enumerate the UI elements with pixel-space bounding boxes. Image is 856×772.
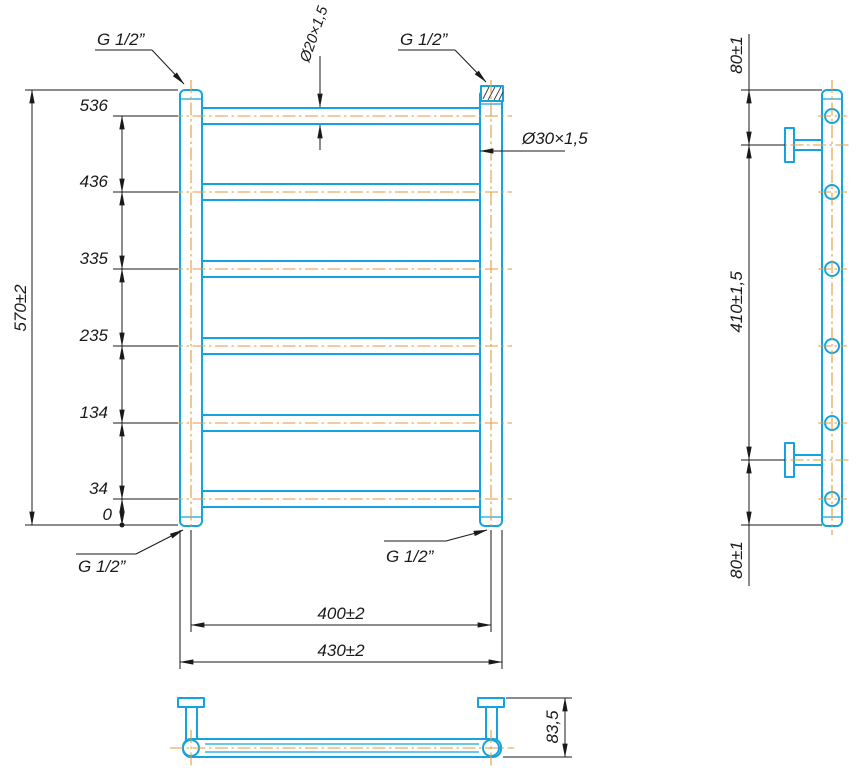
top-fitting (480, 85, 504, 102)
bracket-spacing-label: 410±1,5 (727, 271, 746, 333)
depth-label: 83,5 (543, 710, 562, 744)
zero-label: 0 (103, 505, 113, 524)
thread-callout-top-right: G 1/2” (398, 30, 487, 83)
thread-label: G 1/2” (400, 30, 449, 49)
rung-tube-label: Ø20×1,5 (296, 3, 331, 65)
overall-height-label: 570±2 (11, 284, 30, 332)
leader-line (445, 529, 488, 542)
thread-label: G 1/2” (386, 547, 435, 566)
depth-extension-lines (503, 697, 572, 758)
thread-callout-bottom-right: G 1/2” (384, 529, 488, 566)
post-tube-label: Ø30×1,5 (521, 129, 588, 148)
post-cap-lines (180, 98, 502, 518)
rung-centerline (170, 115, 512, 500)
thread-label: G 1/2” (78, 557, 127, 576)
rung-height-label: 436 (80, 172, 109, 191)
rung-tube-callout: Ø20×1,5 (296, 3, 332, 150)
post-centerline (190, 80, 492, 535)
leader-line (151, 49, 185, 85)
front-dimensions: 536 436 335 235 134 34 0 570±2 G 1/2” G … (11, 3, 588, 669)
rung-height-label: 34 (89, 479, 108, 498)
post-tube-callout: Ø30×1,5 (479, 129, 588, 154)
zero-datum-point (119, 522, 125, 528)
thread-callout-bottom-left: G 1/2” (76, 529, 184, 576)
thread-label: G 1/2” (97, 30, 146, 49)
side-extension-lines (741, 34, 822, 586)
union-flange (477, 697, 505, 708)
width-extension-lines (179, 530, 503, 669)
thread-callout-top-left: G 1/2” (95, 30, 185, 85)
leader-line (135, 529, 184, 555)
rung-height-label: 134 (80, 403, 108, 422)
union-flange (177, 697, 205, 708)
outer-width-label: 430±2 (317, 641, 365, 660)
bottom-view: 83,5 (170, 697, 572, 767)
rung-height-label: 536 (80, 96, 109, 115)
bottom-offset-label: 80±1 (727, 541, 746, 579)
front-view (170, 80, 512, 535)
tube-wall-lines (205, 743, 479, 753)
rung-height-label: 335 (80, 249, 109, 268)
fitting-hatch (482, 86, 504, 101)
side-view (768, 80, 850, 535)
extension-lines (25, 89, 178, 526)
bracket-centerlines (768, 144, 850, 461)
rung-height-label: 235 (79, 326, 109, 345)
leader-line (454, 49, 487, 83)
bottom-rung-tube (182, 738, 502, 758)
side-dimensions: 80±1 410±1,5 80±1 (727, 34, 822, 586)
inner-width-label: 400±2 (317, 604, 365, 623)
post-section-centerlines (190, 730, 492, 767)
top-offset-label: 80±1 (727, 36, 746, 74)
